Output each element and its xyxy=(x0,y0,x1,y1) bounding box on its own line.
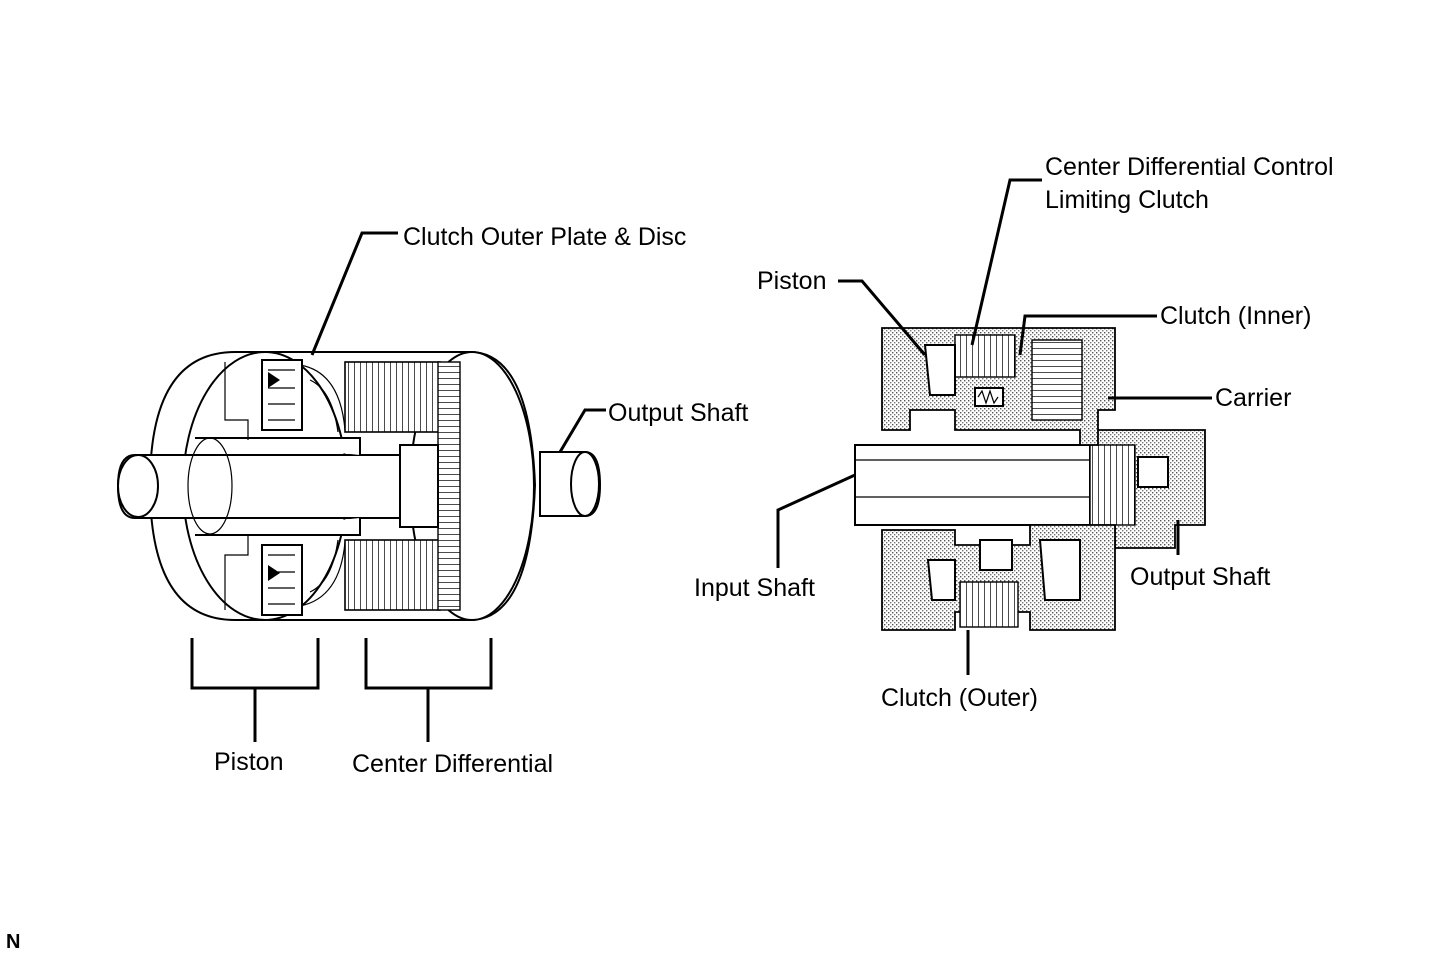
right-leader-lines xyxy=(776,178,1212,675)
label-center-diff-control-line1: Center Differential Control xyxy=(1045,153,1334,181)
figure-code: N xyxy=(6,931,20,953)
label-input-shaft: Input Shaft xyxy=(694,574,815,602)
lower-clutch-pack xyxy=(261,539,441,616)
label-clutch-outer: Clutch (Outer) xyxy=(881,684,1038,712)
label-carrier: Carrier xyxy=(1215,384,1291,412)
right-cross-section xyxy=(854,327,1206,631)
label-piston-right: Piston xyxy=(757,267,826,295)
label-output-shaft-left: Output Shaft xyxy=(608,399,748,427)
label-clutch-inner: Clutch (Inner) xyxy=(1160,302,1311,330)
label-output-shaft-right: Output Shaft xyxy=(1130,563,1270,591)
label-clutch-outer-plate-disc: Clutch Outer Plate & Disc xyxy=(403,223,686,251)
left-cutaway-illustration xyxy=(116,351,602,621)
left-leader-lines xyxy=(190,231,606,742)
label-center-diff-control-line2: Limiting Clutch xyxy=(1045,186,1209,214)
upper-clutch-pack xyxy=(261,359,441,433)
label-center-differential: Center Differential xyxy=(352,750,553,778)
label-piston-left: Piston xyxy=(214,748,283,776)
